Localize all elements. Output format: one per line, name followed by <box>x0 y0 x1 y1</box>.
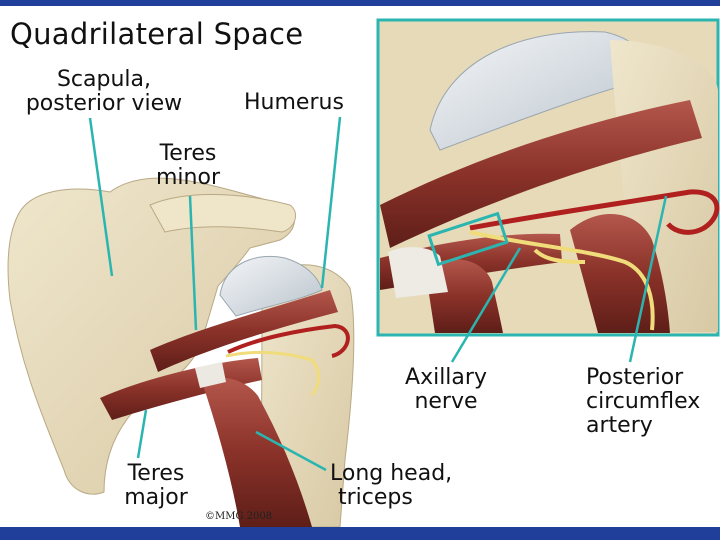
label-posterior-circumflex-artery: Posterior circumflex artery <box>586 366 700 438</box>
page-title: Quadrilateral Space <box>10 18 303 50</box>
bottom-border <box>0 527 720 540</box>
label-axillary-nerve: Axillary nerve <box>376 366 516 414</box>
label-humerus: Humerus <box>244 91 344 115</box>
acromion <box>150 194 296 232</box>
label-scapula: Scapula, posterior view <box>4 68 204 116</box>
copyright-text: ©MMG 2008 <box>205 511 272 522</box>
label-long-head-triceps: Long head, triceps <box>330 462 452 510</box>
label-teres-major: Teres major <box>106 462 206 510</box>
label-teres-minor: Teres minor <box>138 142 238 190</box>
